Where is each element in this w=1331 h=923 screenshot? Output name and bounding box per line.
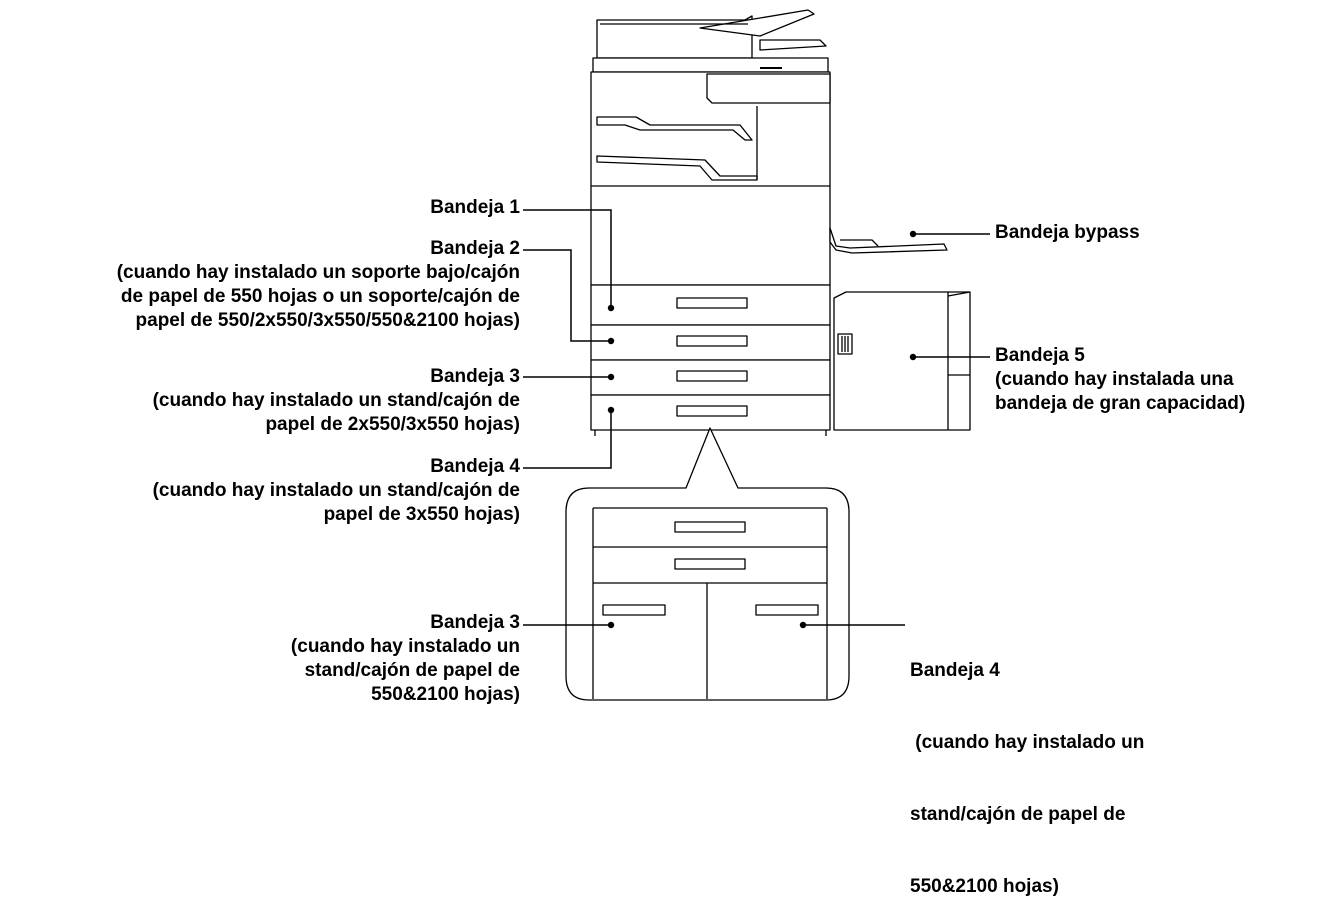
tray3-alt-note-line: stand/cajón de papel de	[304, 660, 520, 681]
tray4-alt-note-line: 550&2100 hojas)	[910, 876, 1059, 897]
tray2-note-line: (cuando hay instalado un soporte bajo/ca…	[116, 262, 520, 283]
tray5-label: Bandeja 5 (cuando hay instalada una band…	[995, 344, 1245, 416]
main-body	[590, 71, 831, 286]
bypass-tray-label: Bandeja bypass	[995, 221, 1140, 245]
tray5-note-line: (cuando hay instalada una	[995, 369, 1234, 390]
zoom-callout	[565, 427, 850, 701]
tray2-note-line: papel de 550/2x550/3x550/550&2100 hojas)	[135, 310, 520, 331]
printer-diagram	[523, 9, 990, 701]
tray4-alt-note-line: (cuando hay instalado un	[910, 732, 1145, 753]
leader-lines	[523, 209, 990, 626]
tray4-alt-note-line: stand/cajón de papel de	[910, 804, 1126, 825]
tray3-alt-note-line: 550&2100 hojas)	[371, 684, 520, 705]
tray4-alt-label: Bandeja 4 (cuando hay instalado un stand…	[910, 611, 1144, 923]
tray4-note-line: papel de 3x550 hojas)	[323, 504, 520, 525]
tray3-title: Bandeja 3	[430, 366, 520, 387]
tray2-title: Bandeja 2	[430, 238, 520, 259]
tray5-note-line: bandeja de gran capacidad)	[995, 393, 1246, 414]
tray1-label: Bandeja 1	[430, 196, 520, 220]
tray3-alt-label: Bandeja 3 (cuando hay instalado un stand…	[291, 611, 520, 707]
tray5-title: Bandeja 5	[995, 345, 1085, 366]
tray4-note-line: (cuando hay instalado un stand/cajón de	[152, 480, 520, 501]
tray-drawers	[590, 284, 831, 436]
large-capacity-tray	[833, 291, 971, 431]
tray1-title: Bandeja 1	[430, 197, 520, 218]
bypass-title: Bandeja bypass	[995, 222, 1140, 243]
tray4-alt-title: Bandeja 4	[910, 660, 1000, 681]
tray3-note-line: papel de 2x550/3x550 hojas)	[265, 414, 520, 435]
tray3-note-line: (cuando hay instalado un stand/cajón de	[152, 390, 520, 411]
tray3-alt-note-line: (cuando hay instalado un	[290, 636, 520, 657]
tray2-note-line: de papel de 550 hojas o un soporte/cajón…	[120, 286, 520, 307]
document-feeder	[592, 9, 829, 73]
tray4-label: Bandeja 4 (cuando hay instalado un stand…	[153, 455, 520, 527]
tray3-label: Bandeja 3 (cuando hay instalado un stand…	[153, 365, 520, 437]
tray3-alt-title: Bandeja 3	[430, 612, 520, 633]
leader-dots	[607, 230, 917, 629]
tray4-title: Bandeja 4	[430, 456, 520, 477]
bypass-tray	[829, 227, 948, 254]
tray2-label: Bandeja 2 (cuando hay instalado un sopor…	[117, 237, 520, 333]
